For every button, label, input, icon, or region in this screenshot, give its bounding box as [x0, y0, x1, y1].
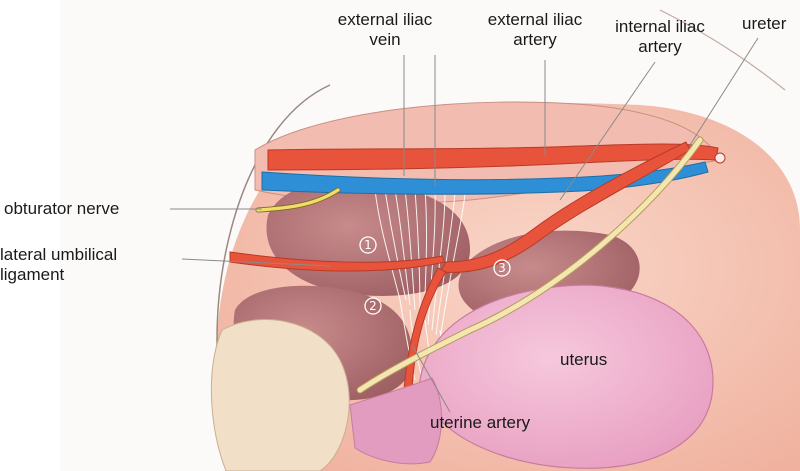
cervix [349, 377, 442, 465]
common-iliac-end [714, 152, 726, 164]
space-marker-1-text: 1 [364, 238, 372, 252]
lateral-umbilical-ligament [229, 251, 446, 272]
pelvic-rim-edge [659, 9, 786, 91]
leader-internal-iliac-artery [559, 61, 656, 201]
leader-ureter [689, 37, 759, 146]
space-marker-2: 2 [364, 297, 382, 315]
leader-lines [170, 37, 759, 413]
space-marker-2-text: 2 [369, 299, 377, 313]
label-ureter: ureter [742, 14, 787, 33]
label-external-iliac-vein: external iliac vein [337, 10, 433, 49]
bladder [210, 319, 350, 471]
space-marker-1: 1 [359, 236, 377, 254]
obturator-nerve [256, 188, 340, 212]
ureter [357, 137, 703, 393]
space-marker-3-text: 3 [498, 261, 506, 275]
label-external-iliac-artery: external iliac artery [487, 10, 583, 49]
external-iliac-vein [261, 161, 709, 195]
uterus [419, 284, 714, 469]
label-uterine-artery: uterine artery [430, 413, 531, 432]
space-marker-3: 3 [493, 259, 511, 277]
label-uterus: uterus [560, 350, 608, 369]
label-obturator-nerve: obturator nerve [4, 199, 120, 218]
internal-iliac-artery [439, 141, 691, 273]
leader-uterine-artery [411, 344, 451, 413]
label-lateral-umbilical-ligament: lateral umbilical ligament [0, 245, 118, 284]
leader-lateral-umbilical-ligament [181, 258, 331, 267]
label-internal-iliac-artery: internal iliac artery [615, 17, 705, 56]
